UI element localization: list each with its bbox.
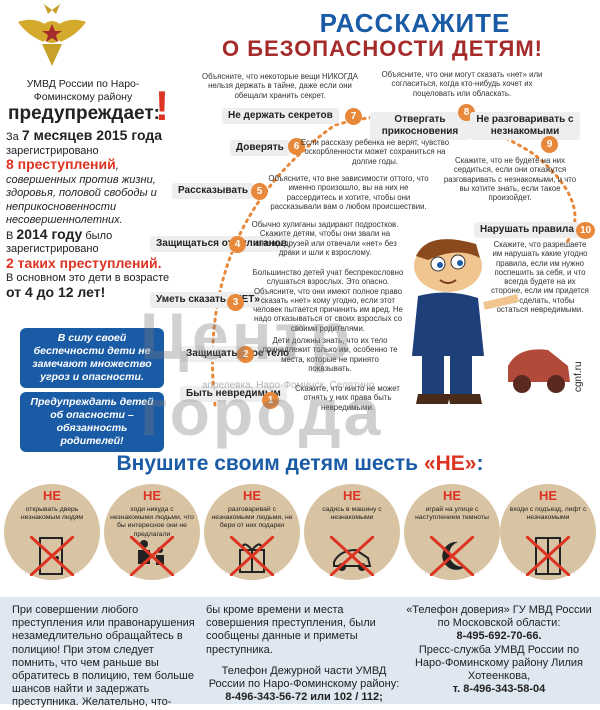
info-box-parents-duty: Предупреждать детей об опасности – обяза… <box>20 392 164 452</box>
ne-item-night: НЕ играй на улице с наступлением темноты <box>404 484 500 580</box>
car-icon <box>330 536 374 576</box>
elevator-icon <box>526 536 570 576</box>
site-label: cgnf.ru <box>573 361 584 392</box>
rule-number-10: 10 <box>576 222 595 239</box>
rule-note-10: Скажите, что разрешаете им нарушать каки… <box>491 240 589 315</box>
rule-number-4: 4 <box>229 236 246 253</box>
bottom-col-1: При совершении любого преступления или п… <box>12 604 195 709</box>
people-icon <box>130 536 174 576</box>
rule-number-6: 6 <box>288 138 305 155</box>
ne-item-gift: НЕ разговаривай с незнакомыми людьми, не… <box>204 484 300 580</box>
info-box-carelessness: В силу своей беспечности дети не замечаю… <box>20 328 164 388</box>
bottom-col-2: бы кроме времени и места совершения прес… <box>206 604 400 704</box>
rule-number-7: 7 <box>345 108 362 125</box>
ne-item-door: НЕ открывать дверь незнакомым людям <box>4 484 100 580</box>
rule-number-5: 5 <box>251 183 268 200</box>
rule-label-10: Нарушать правила <box>474 222 580 238</box>
night-icon <box>430 536 474 576</box>
ne-item-elevator: НЕ входи с подъезд, лифт с незнакомыми <box>500 484 596 580</box>
door-icon <box>30 536 74 576</box>
rule-note-3: Большинство детей учат беспрекословно сл… <box>252 268 404 333</box>
gift-icon <box>230 536 274 576</box>
bottom-col-3: «Телефон доверия» ГУ МВД России по Моско… <box>406 604 592 696</box>
exclamation-icon: ! <box>155 82 169 129</box>
rule-note-4: Обычно хулиганы задирают подростков. Ска… <box>251 220 399 257</box>
ne-item-car: НЕ садись в машину с незнакомыми <box>304 484 400 580</box>
rule-label-9: Не разговаривать с незнакомыми <box>470 112 580 140</box>
rule-label-5: Рассказывать <box>172 183 255 199</box>
ne-item-stranger: НЕ ходи никуда с незнакомыми людьми, что… <box>104 484 200 580</box>
page-title: РАССКАЖИТЕ <box>319 8 511 38</box>
bottom-info-panel <box>0 597 600 704</box>
boy-with-toy-car-illustration <box>412 239 570 404</box>
rule-number-9: 9 <box>541 136 558 153</box>
statistics-text: За 7 месяцев 2015 года зарегистрировано … <box>6 127 170 300</box>
rule-note-1: Скажите, что никто не может отнять у них… <box>295 384 400 412</box>
rule-number-3: 3 <box>227 294 244 311</box>
page-subtitle: О БЕЗОПАСНОСТИ ДЕТЯМ! <box>221 36 544 61</box>
organization-name: УМВД России по Наро-Фоминскому району <box>26 78 140 103</box>
rule-note-7: Объясните, что некоторые вещи НИКОГДА не… <box>202 72 358 100</box>
rule-label-7: Не держать секретов <box>222 108 339 124</box>
warns-heading: предупреждает: <box>8 103 160 124</box>
rule-label-4: Защищаться от хулиганов <box>150 236 293 252</box>
rule-note-5: Объясните, что вне зависимости оттого, ч… <box>268 174 429 211</box>
rule-note-9: Скажите, что не будете на них сердиться,… <box>443 156 577 203</box>
rule-label-6: Доверять <box>230 140 290 156</box>
watermark: Центр города <box>140 299 384 449</box>
watermark-subtitle: апрелевка, Наро-Фоминск, Селятино <box>202 380 375 391</box>
rule-note-8: Объясните, что они могут сказать «нет» и… <box>381 70 543 98</box>
rule-note-6: Если рассказу ребенка не верят, чувство … <box>300 138 450 166</box>
rule-number-2: 2 <box>237 346 254 363</box>
six-ne-slogan: Внушите своим детям шесть «НЕ»: <box>116 452 484 475</box>
police-emblem-icon <box>18 4 86 66</box>
rule-label-8: Отвергать прикосновения <box>370 112 470 140</box>
rule-note-2: Дети должны знать, что их тело принадлеж… <box>262 336 398 373</box>
rule-number-1: 1 <box>262 392 279 409</box>
rule-label-1: Быть невредимым <box>180 386 287 402</box>
